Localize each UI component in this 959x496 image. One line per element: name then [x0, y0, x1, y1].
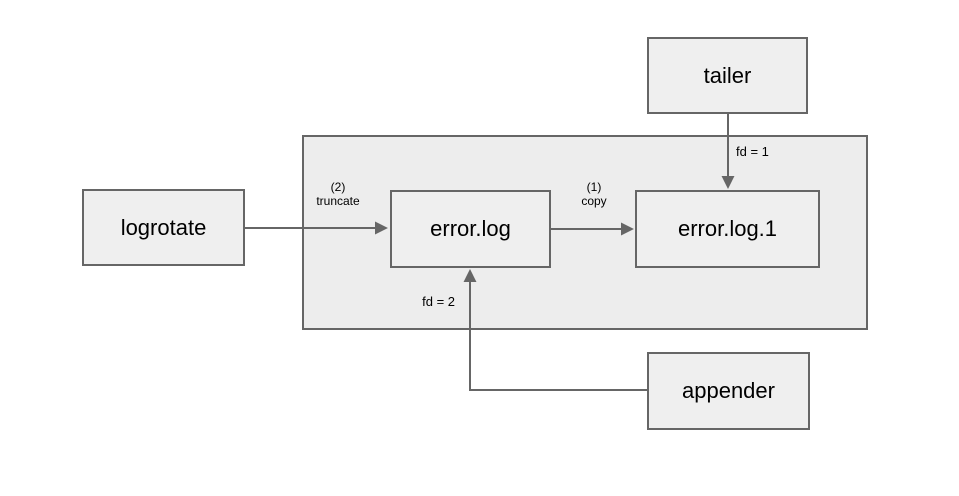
node-logrotate: logrotate	[82, 189, 245, 266]
edge-copy-text: copy	[581, 194, 607, 208]
node-logrotate-label: logrotate	[120, 214, 207, 240]
edge-fd2-text: fd = 2	[422, 294, 455, 309]
node-tailer: tailer	[647, 37, 808, 114]
node-error-log-1-label: error.log.1	[677, 216, 778, 241]
edge-truncate-step: (2)	[330, 180, 346, 194]
node-appender: appender	[647, 352, 810, 430]
node-error-log-1: error.log.1	[635, 190, 820, 268]
edge-label-copy: (1) copy	[566, 180, 622, 208]
edge-copy-step: (1)	[586, 180, 602, 194]
node-appender-label: appender	[682, 378, 775, 403]
edge-truncate-text: truncate	[316, 194, 360, 208]
node-tailer-label: tailer	[703, 62, 752, 88]
node-error-log: error.log	[390, 190, 551, 268]
node-error-log-label: error.log	[430, 216, 511, 241]
edge-label-truncate: (2) truncate	[308, 180, 368, 208]
edge-label-fd2: fd = 2	[405, 295, 455, 309]
edge-label-fd1: fd = 1	[736, 145, 769, 159]
edge-fd1-text: fd = 1	[736, 144, 769, 159]
